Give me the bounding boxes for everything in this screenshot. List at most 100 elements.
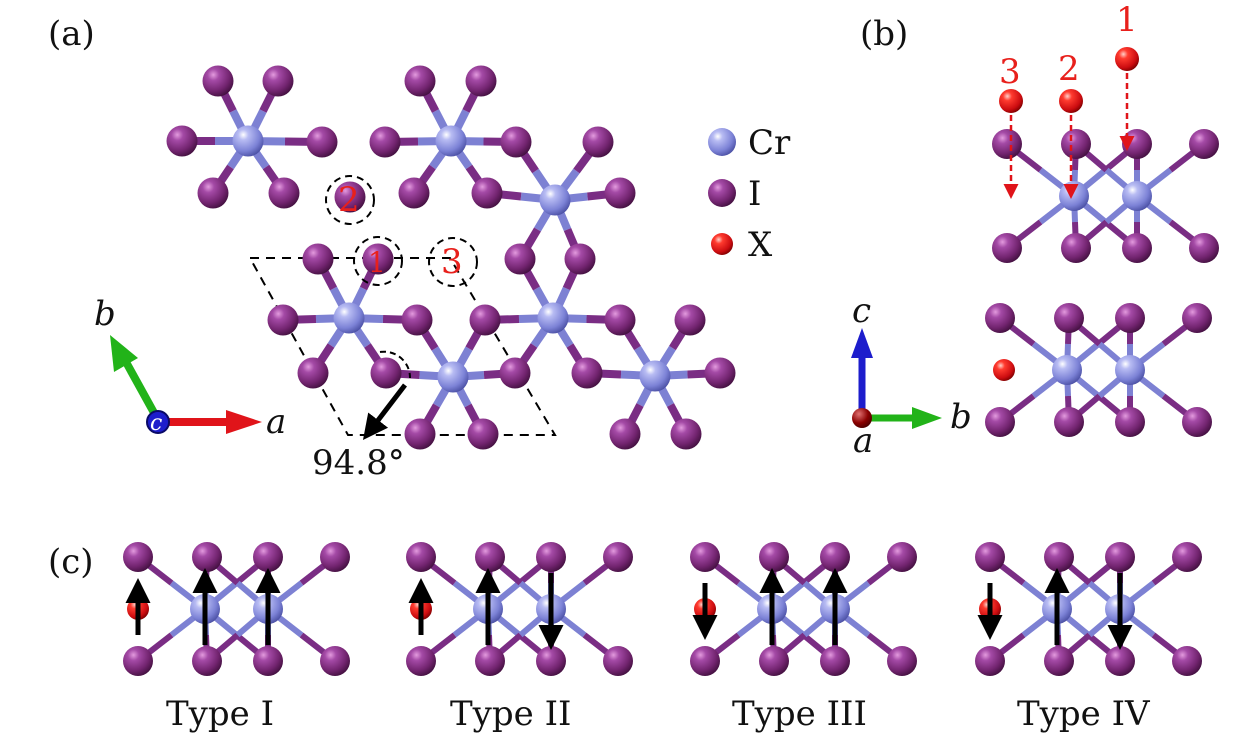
panel-a-atoms xyxy=(166,65,736,450)
i-atom xyxy=(564,243,596,275)
cr-atom xyxy=(437,361,469,393)
i-atom xyxy=(1172,542,1202,572)
legend-i-label: I xyxy=(748,174,761,214)
axis-a-label: a xyxy=(266,402,286,442)
i-atom xyxy=(504,243,536,275)
i-atom xyxy=(975,542,1005,572)
type-label-3: Type III xyxy=(732,694,867,734)
site-circle-2 xyxy=(325,175,375,225)
i-atom xyxy=(1189,129,1219,159)
i-atom xyxy=(1061,129,1091,159)
cr-atom xyxy=(1059,181,1089,211)
i-atom xyxy=(992,233,1022,263)
i-atom xyxy=(123,542,153,572)
type-label-1: Type I xyxy=(166,694,274,734)
i-atom xyxy=(985,303,1015,333)
i-atom xyxy=(887,542,917,572)
i-atom xyxy=(362,243,394,275)
i-atom xyxy=(975,646,1005,676)
i-atom xyxy=(1115,407,1145,437)
panel-b: (b) 1 2 3 c a b xyxy=(851,0,1219,461)
i-atom xyxy=(302,243,334,275)
i-atom xyxy=(471,177,503,209)
axis-b-head-b xyxy=(912,407,942,429)
cr-atom xyxy=(537,302,569,334)
type-label-2: Type II xyxy=(450,694,571,734)
angle-arc xyxy=(379,350,412,379)
type-structure-4 xyxy=(975,542,1202,676)
x-atom-site-1 xyxy=(1115,47,1139,71)
axis-b-arrow xyxy=(122,360,162,422)
i-atom xyxy=(992,129,1022,159)
panel-b-top-structure xyxy=(992,129,1219,263)
i-atom xyxy=(267,304,299,336)
i-atom xyxy=(469,304,501,336)
i-atom xyxy=(1105,646,1135,676)
type-structure-3 xyxy=(690,542,917,676)
axis-b-label-b: b xyxy=(950,397,972,437)
panel-c: (c) Type I Type II Type III Type IV xyxy=(48,542,1202,734)
legend-x-label: X xyxy=(748,225,773,265)
i-atom xyxy=(192,542,222,572)
i-atom xyxy=(406,646,436,676)
i-atom xyxy=(197,177,229,209)
panel-b-bottom-structure xyxy=(985,303,1212,437)
i-atom xyxy=(475,542,505,572)
x-atom-site-2 xyxy=(1059,89,1083,113)
legend-x-swatch xyxy=(711,233,733,255)
legend-cr-swatch xyxy=(708,128,736,156)
i-atom xyxy=(467,418,499,450)
i-atom xyxy=(1182,407,1212,437)
i-atom xyxy=(1061,233,1091,263)
i-atom xyxy=(123,646,153,676)
panel-c-label: (c) xyxy=(48,542,94,582)
cr-atom xyxy=(333,302,365,334)
axis-c-label-b: c xyxy=(852,291,871,331)
i-atom xyxy=(320,542,350,572)
angle-arrow xyxy=(362,383,407,440)
panel-a: (a) 2 1 3 94.8° c a b Cr I X xyxy=(48,14,791,483)
axis-b-head xyxy=(110,335,138,372)
path-label-1: 1 xyxy=(1116,0,1138,40)
i-atom xyxy=(609,418,641,450)
i-atom xyxy=(536,646,566,676)
i-atom xyxy=(499,357,531,389)
axis-c-label: c xyxy=(150,411,162,436)
i-atom xyxy=(820,542,850,572)
i-atom xyxy=(690,646,720,676)
axis-a-head xyxy=(226,410,262,434)
i-atom xyxy=(1115,303,1145,333)
cr-atom xyxy=(232,125,264,157)
cr-atom xyxy=(435,125,467,157)
i-atom xyxy=(1044,542,1074,572)
i-atom xyxy=(465,65,497,97)
path-label-3: 3 xyxy=(999,52,1021,92)
angle-label: 94.8° xyxy=(312,443,405,483)
x-atom xyxy=(993,359,1015,381)
cr-atom xyxy=(639,360,671,392)
axis-a-label-b: a xyxy=(853,421,873,461)
i-atom xyxy=(297,357,329,389)
i-atom xyxy=(582,126,614,158)
i-atom xyxy=(604,177,636,209)
i-atom xyxy=(406,542,436,572)
i-atom xyxy=(401,304,433,336)
i-atom xyxy=(536,542,566,572)
i-atom xyxy=(1122,233,1152,263)
i-atom xyxy=(670,418,702,450)
i-atom xyxy=(571,357,603,389)
i-atom xyxy=(1054,407,1084,437)
i-atom xyxy=(759,542,789,572)
panel-c-structures xyxy=(123,542,1202,676)
site-label-2: 2 xyxy=(338,180,360,220)
type-structure-1 xyxy=(123,542,350,676)
i-atom xyxy=(887,646,917,676)
i-atom xyxy=(253,542,283,572)
legend-cr-label: Cr xyxy=(748,123,791,163)
site-circle-3 xyxy=(428,237,478,287)
i-atom xyxy=(1182,303,1212,333)
i-atom xyxy=(306,126,338,158)
x-atom-site-3 xyxy=(999,89,1023,113)
i-atom xyxy=(404,65,436,97)
